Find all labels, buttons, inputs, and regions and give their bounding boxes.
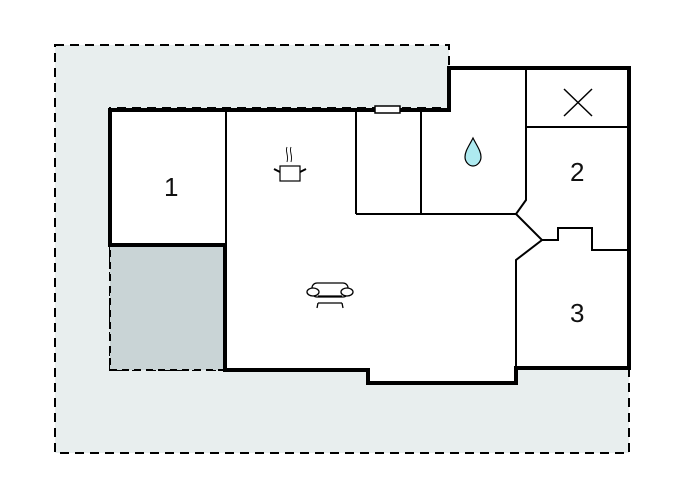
cross-icon [563, 88, 593, 117]
interior-walls [225, 68, 629, 368]
room-label-1: 1 [164, 172, 178, 202]
house-interior [110, 68, 629, 383]
armchair-icon [306, 282, 354, 309]
cooking-pot-icon [273, 146, 307, 182]
window [374, 105, 401, 114]
water-drop-icon [464, 136, 482, 167]
room-label-2: 2 [570, 157, 584, 187]
covered-area [109, 244, 226, 371]
room-label-3: 3 [570, 298, 584, 328]
